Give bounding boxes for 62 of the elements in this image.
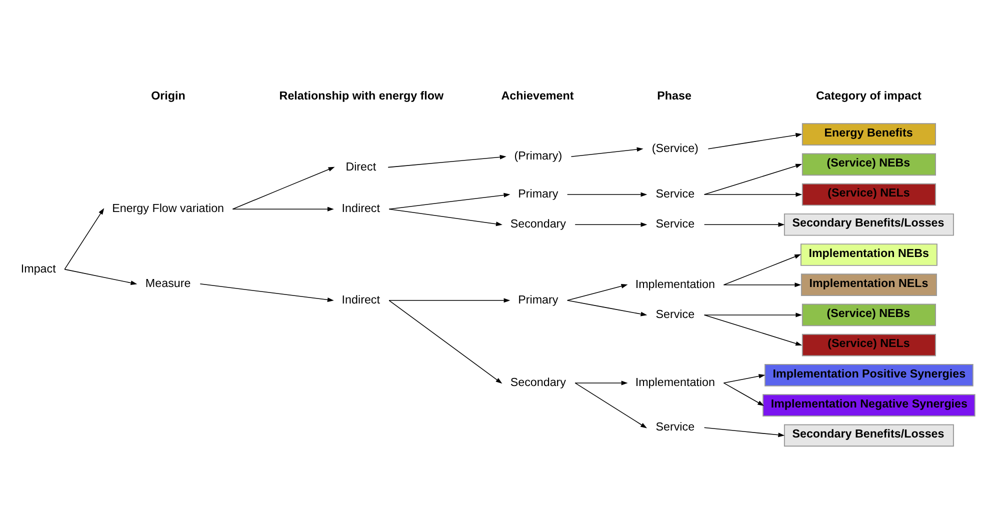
label: Phase: [657, 89, 692, 102]
arrow: [704, 427, 785, 438]
arrow: [200, 284, 334, 302]
arrow: [704, 222, 785, 227]
arrow: [388, 154, 506, 168]
node-text: Secondary: [510, 218, 566, 231]
node-text: Indirect: [342, 202, 380, 216]
node-text: Energy Flow variation: [112, 202, 224, 216]
node-text: Service: [656, 308, 695, 321]
node-text: Service: [656, 420, 695, 434]
node-box: Secondary Benefits/Losses: [784, 213, 954, 236]
node-text: Secondary: [510, 376, 566, 389]
node-text: Implementation: [635, 376, 715, 389]
node-box: Energy Benefits: [802, 123, 936, 146]
node-text: (Primary): [514, 150, 562, 163]
arrow: [574, 380, 628, 386]
arrow: [723, 282, 802, 288]
arrow: [566, 300, 648, 316]
node-text: Indirect: [342, 293, 380, 306]
node-box: Secondary Benefits/Losses: [784, 424, 954, 447]
node-text: Implementation: [635, 278, 715, 291]
arrow: [704, 164, 802, 195]
arrow: [388, 298, 510, 303]
arrow: [574, 222, 648, 227]
arrow: [566, 284, 628, 301]
node-text: Impact: [20, 262, 56, 276]
node-box: (Service) NELs: [802, 334, 936, 356]
arrow: [388, 208, 502, 226]
node-text: Service: [656, 188, 695, 201]
arrow: [723, 254, 802, 286]
label: Category of impact: [816, 89, 922, 102]
arrow: [723, 374, 766, 384]
arrow: [388, 192, 510, 210]
arrow: [704, 192, 802, 197]
arrow: [574, 382, 647, 428]
arrow: [708, 132, 802, 150]
node-text: Primary: [518, 293, 558, 306]
arrow: [232, 206, 334, 212]
arrow: [64, 208, 104, 270]
arrow: [704, 312, 802, 318]
node-box: Implementation Positive Synergies: [764, 364, 974, 386]
node-box: Implementation NELs: [800, 274, 937, 296]
label: Achievement: [501, 89, 574, 102]
arrow: [232, 166, 335, 210]
node-box: Implementation Negative Synergies: [762, 394, 976, 416]
arrow: [388, 300, 502, 384]
node-box: (Service) NEBs: [802, 304, 936, 326]
node-box: (Service) NEBs: [802, 153, 936, 176]
node-box: Implementation NEBs: [800, 244, 938, 266]
node-text: Service: [656, 218, 695, 231]
arrow: [704, 314, 802, 346]
node-text: Primary: [518, 188, 558, 201]
label: Origin: [151, 89, 186, 102]
label: Relationship with energy flow: [279, 89, 444, 102]
node-box: (Service) NELs: [802, 183, 936, 206]
arrow: [570, 147, 644, 158]
arrow: [566, 192, 648, 197]
arrow: [64, 268, 138, 286]
node-text: (Service): [652, 142, 698, 155]
node-text: Measure: [145, 276, 191, 290]
node-text: Direct: [346, 160, 376, 174]
arrow: [723, 382, 764, 406]
